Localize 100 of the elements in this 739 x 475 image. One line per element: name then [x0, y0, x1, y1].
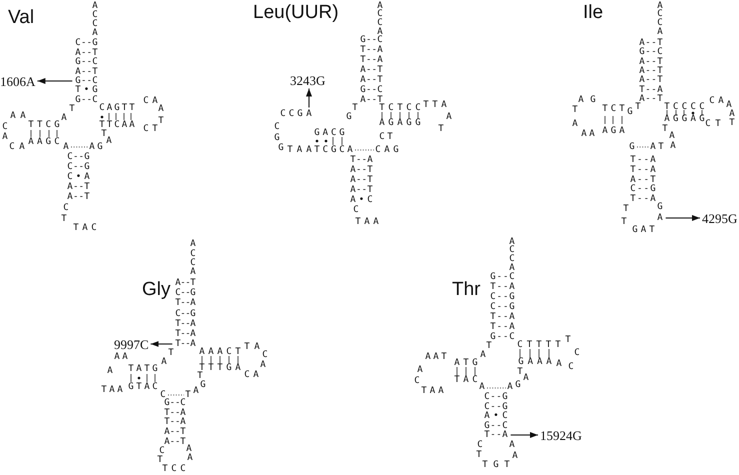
nucleotide-letter: A [187, 452, 193, 464]
nucleotide-letter: A [479, 382, 485, 392]
sequence-text: ACCA [657, 2, 663, 36]
nucleotide-letter: G [657, 202, 663, 212]
nucleotide-letter: A [186, 444, 192, 454]
sequence-text: T--A [164, 416, 186, 428]
nucleotide-letter: C [414, 376, 420, 386]
sequence-text: AAGC [28, 136, 60, 148]
sequence-text: T--A [630, 194, 656, 204]
sequence-text: A--T [350, 184, 373, 195]
trna-name: Gly [142, 279, 170, 301]
sequence-text: A--T [360, 94, 383, 104]
sequence-text: G--C [164, 398, 186, 408]
nucleotide-letter: G [515, 380, 521, 390]
sequence-text: CA [244, 370, 259, 380]
sequence-text: AAT [425, 352, 447, 362]
nucleotide-letter: A [512, 450, 518, 462]
sequence-text: A--T [75, 48, 98, 58]
sequence-text: C--G [484, 392, 508, 402]
sequence-text: TTCAA [99, 120, 135, 130]
sequence-text: ACCA [92, 2, 98, 38]
nucleotide-letter: A [509, 440, 515, 450]
sequence-text: C--G [490, 302, 515, 312]
arrow [510, 432, 538, 438]
sequence-text: GAAA [518, 356, 552, 368]
nucleotide-letter: A [572, 118, 578, 130]
sequence-text: AAACT [199, 346, 241, 358]
nucleotide-letter: T [635, 102, 641, 112]
nucleotide-letter: A [306, 108, 312, 120]
trna-name: Val [8, 7, 34, 29]
nucleotide-letter: G [346, 112, 352, 122]
nucleotide-letter: A [417, 364, 423, 376]
trna-name: Leu(UUR) [253, 2, 339, 24]
nucleotide-letter: A [523, 372, 529, 384]
sequence-text: C--G [630, 184, 656, 194]
nucleotide-letter: T [185, 390, 191, 400]
nucleotide-letter: T [662, 124, 668, 134]
sequence-text: AG [89, 142, 103, 152]
sequence-text: T--A [630, 154, 656, 166]
nucleotide-letter: G [629, 142, 635, 152]
sequence-text: T--A [175, 328, 196, 340]
sequence-text: C--G [75, 38, 98, 48]
nucleotide-letter: C [159, 446, 165, 456]
nucleotide-letter: A [158, 104, 164, 114]
nucleotide-letter: T [621, 216, 627, 228]
sequence-text: TAC [454, 374, 478, 384]
sequence-text: A--T [360, 64, 383, 76]
sequence-text: G--C [75, 76, 98, 86]
sequence-text: A--T [639, 66, 663, 76]
sequence-text: T--A [490, 282, 515, 292]
nucleotide-letter: T [157, 454, 163, 464]
arrow [36, 78, 73, 84]
sequence-text: GACG [314, 128, 345, 138]
sequence-text: TAA [355, 216, 379, 228]
sequence-text: AGGAG [664, 114, 705, 124]
sequence-text: T--A [175, 318, 196, 330]
nucleotide-letter: G [627, 106, 633, 118]
nucleotide-letter: T [729, 118, 735, 128]
sequence-text: AA [114, 352, 128, 362]
nucleotide-letter: A [726, 100, 732, 110]
sequence-text: A--T [164, 436, 186, 448]
sequence-text: CTTTT [517, 340, 561, 350]
trna-name: Ile [583, 2, 604, 24]
nucleotide-letter: A [670, 140, 676, 152]
mutation-label: 3243G [290, 72, 326, 88]
nucleotide-letter: A [260, 360, 266, 370]
sequence-text: A--T [360, 74, 383, 85]
nucleotide-letter: T [438, 124, 444, 134]
nucleotide-letter: T [486, 340, 492, 352]
nucleotide-letter: C [568, 362, 574, 372]
sequence-text: CAG [375, 144, 399, 156]
nucleotide-letter: A [161, 356, 167, 368]
nucleotide-letter: T [168, 348, 174, 358]
sequence-text: T--A [175, 338, 196, 350]
sequence-text: TAA [421, 386, 444, 396]
nucleotide-letter: T [69, 104, 75, 114]
sequence-text: CT [705, 118, 721, 130]
arrow [665, 215, 700, 221]
sequence-text: A--T [164, 426, 186, 438]
sequence-text: A--T [67, 192, 90, 202]
mutation-label: 15924G [540, 428, 582, 442]
sequence-text: CA [9, 142, 25, 152]
nucleotide-letter: A [106, 136, 112, 146]
sequence-text: AA [581, 128, 595, 140]
sequence-text: TATG [128, 364, 158, 374]
nucleotide-letter: C [63, 202, 69, 214]
sequence-text: T--A [490, 312, 515, 322]
sequence-text: TGT [482, 460, 510, 470]
nucleotide-letter: T [517, 366, 523, 378]
sequence-text: G--C [490, 272, 515, 282]
sequence-text: G--C [360, 34, 383, 46]
sequence-text: A•C [350, 194, 373, 205]
sequence-text: TTA [423, 100, 447, 110]
nucleotide-letter: T [572, 104, 578, 116]
sequence-text: C--G [484, 402, 508, 412]
sequence-text: AGAGG [379, 118, 421, 128]
nucleotide-letter: T [476, 450, 482, 460]
nucleotide-letter: A [507, 382, 513, 392]
sequence-text: T--A [630, 164, 656, 176]
nucleotide-letter: C [2, 122, 8, 132]
